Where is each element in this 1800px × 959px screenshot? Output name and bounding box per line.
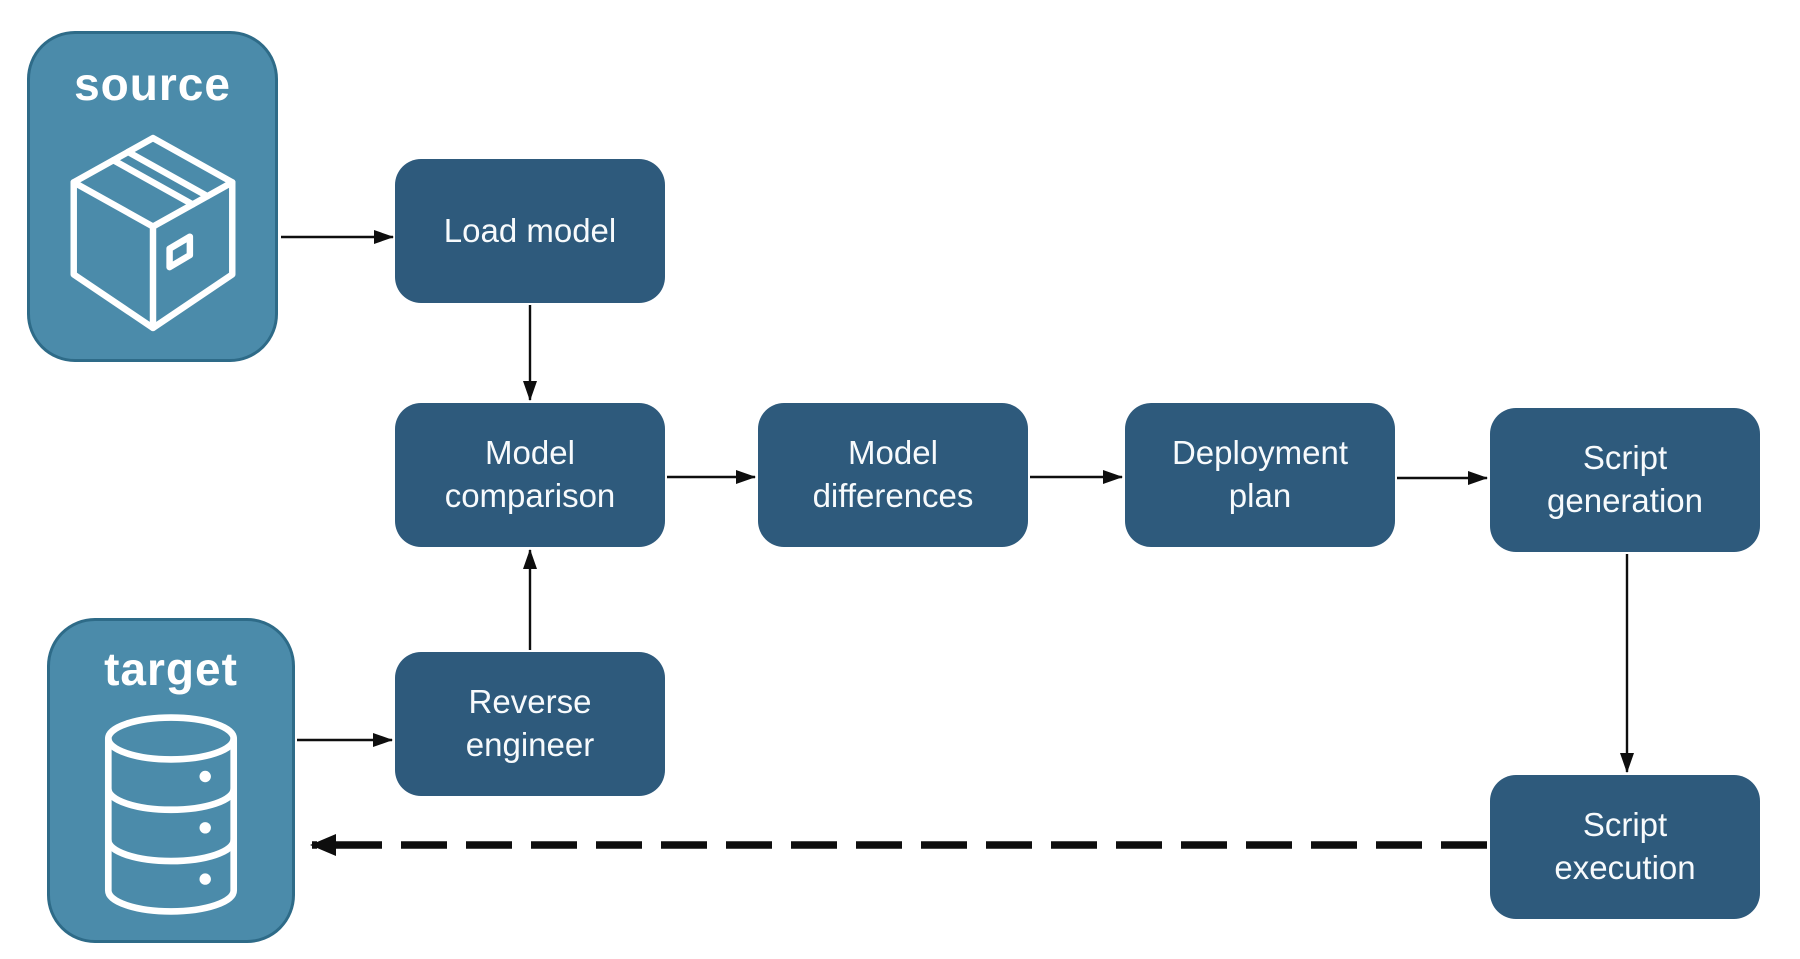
step-deployment-plan: Deployment plan [1125, 403, 1395, 547]
database-icon [104, 714, 238, 915]
step-reverse-engineer: Reverse engineer [395, 652, 665, 796]
store-target-label: target [104, 643, 238, 695]
step-script-execution: Script execution [1490, 775, 1760, 919]
step-model-differences: Model differences [758, 403, 1028, 547]
store-source: source [27, 31, 278, 362]
step-model-comparison-label: Model comparison [444, 434, 616, 514]
step-model-comparison: Model comparison [395, 403, 665, 547]
step-script-generation: Script generation [1490, 408, 1760, 552]
step-deployment-plan-label: Deployment plan [1171, 434, 1349, 514]
step-script-generation-label: Script generation [1547, 439, 1703, 519]
step-reverse-engineer-label: Reverse engineer [465, 683, 595, 763]
step-model-differences-label: Model differences [812, 434, 974, 514]
store-source-label: source [74, 58, 231, 110]
step-load-model: Load model [395, 159, 665, 303]
store-target: target [47, 618, 295, 943]
package-icon [70, 134, 235, 332]
step-script-execution-label: Script execution [1554, 806, 1696, 886]
step-load-model-label: Load model [443, 211, 617, 249]
